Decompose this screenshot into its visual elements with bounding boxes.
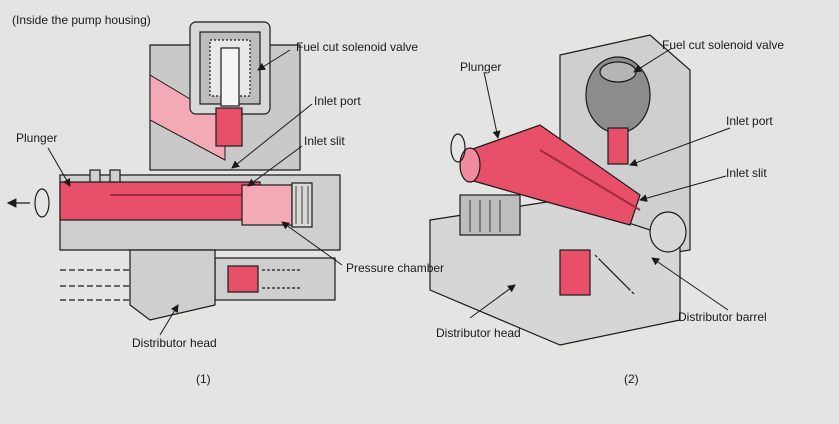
left-label-pressure-chamber: Pressure chamber bbox=[346, 261, 445, 275]
right-label-solenoid: Fuel cut solenoid valve bbox=[662, 38, 785, 52]
left-label-plunger: Plunger bbox=[16, 131, 58, 145]
leader-lines bbox=[47, 47, 731, 336]
right-label-plunger: Plunger bbox=[460, 60, 502, 74]
right-label-inlet-slit: Inlet slit bbox=[726, 166, 767, 180]
right-figure-caption: (2) bbox=[624, 372, 639, 386]
right-label-distributor-head: Distributor head bbox=[436, 326, 521, 340]
left-figure-caption: (1) bbox=[196, 372, 211, 386]
left-label-distributor-head: Distributor head bbox=[132, 336, 217, 350]
left-label-inlet-slit: Inlet slit bbox=[304, 134, 345, 148]
left-cross-section bbox=[59, 21, 341, 321]
left-label-solenoid: Fuel cut solenoid valve bbox=[296, 40, 419, 54]
right-label-inlet-port: Inlet port bbox=[726, 114, 773, 128]
rotation-arrows bbox=[6, 133, 466, 218]
right-label-distributor-barrel: Distributor barrel bbox=[678, 310, 767, 324]
right-cutaway bbox=[429, 34, 691, 346]
left-label-inlet-port: Inlet port bbox=[314, 94, 361, 108]
header-note: (Inside the pump housing) bbox=[12, 13, 151, 27]
